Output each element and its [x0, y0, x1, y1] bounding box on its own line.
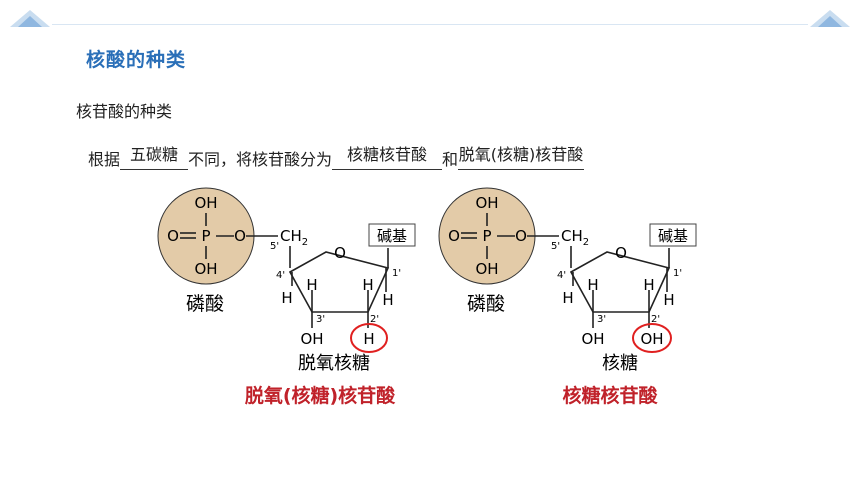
right-ch2-subscript: 2 [583, 237, 589, 248]
left-h-c4: H [281, 289, 292, 307]
left-ch2: CH2 [280, 227, 308, 248]
right-c2-highlight-circle [632, 323, 672, 353]
right-o-link: O [515, 227, 527, 245]
header-divider [52, 24, 808, 25]
left-h-c1: H [382, 291, 393, 309]
right-c4-label: 4' [557, 270, 566, 281]
right-ch2: CH2 [561, 227, 589, 248]
right-h-c4: H [562, 289, 573, 307]
right-c2-label: 2' [651, 314, 660, 325]
right-nucleotide-structure: OH OH O P O CH2 5' O 碱基 1' 4' 3' 2' H H … [438, 187, 697, 407]
left-o-link: O [234, 227, 246, 245]
corner-triangle-icon-right [810, 10, 850, 27]
left-oh-bottom: OH [194, 260, 217, 278]
answer-blank-3: 脱氧(核糖)核苷酸 [458, 145, 585, 170]
right-base-label: 碱基 [658, 227, 688, 245]
left-oh-c3: OH [300, 330, 323, 348]
left-base-box [368, 223, 416, 247]
left-base-label: 碱基 [377, 227, 407, 245]
answer-blank-1: 五碳糖 [120, 145, 189, 170]
section-title: 核酸的种类 [86, 49, 187, 71]
sentence-part-3: 和 [442, 150, 459, 169]
right-base-box [649, 223, 697, 247]
left-c2-label: 2' [370, 314, 379, 325]
right-h-c3: H [587, 276, 598, 294]
right-o-double: O [448, 227, 460, 245]
right-ch2-text: CH [561, 227, 583, 245]
answer-text-1: 五碳糖 [130, 145, 179, 164]
right-c3-label: 3' [597, 314, 606, 325]
left-nucleotide-name: 脱氧(核糖)核苷酸 [245, 384, 396, 407]
left-phosphate-label: 磷酸 [186, 293, 224, 315]
left-c3-label: 3' [316, 314, 325, 325]
left-h-c3: H [306, 276, 317, 294]
answer-text-2: 核糖核苷酸 [347, 145, 428, 164]
left-oh-top: OH [194, 194, 217, 212]
left-c2-highlight-circle [350, 323, 388, 353]
right-h-c2: H [643, 276, 654, 294]
right-c2-group: OH [640, 330, 663, 348]
left-sugar-name: 脱氧核糖 [298, 353, 370, 374]
corner-triangle-icon-left [10, 10, 50, 27]
answer-blank-2: 核糖核苷酸 [332, 145, 443, 170]
left-c2-group: H [363, 330, 374, 348]
left-nucleotide-structure: OH OH O P O CH2 5' O 碱基 1' 4' 3' 2' H H … [157, 187, 416, 407]
right-phosphate-label: 磷酸 [467, 293, 505, 315]
left-h-c2: H [362, 276, 373, 294]
right-nucleotide-name: 核糖核苷酸 [562, 384, 658, 407]
right-h-c1: H [663, 291, 674, 309]
left-ch2-subscript: 2 [302, 237, 308, 248]
left-ch2-text: CH [280, 227, 302, 245]
sentence-part-2: 不同，将核苷酸分为 [188, 150, 333, 169]
right-phosphorus: P [482, 227, 491, 245]
sentence-part-1: 根据 [88, 150, 121, 169]
left-c4-label: 4' [276, 270, 285, 281]
left-ring-oxygen: O [334, 244, 346, 262]
right-c1-label: 1' [673, 268, 682, 279]
subheading: 核苷酸的种类 [76, 102, 173, 121]
right-c5-label: 5' [551, 241, 560, 252]
answer-text-3: 脱氧(核糖)核苷酸 [458, 145, 584, 164]
left-c1-label: 1' [392, 268, 401, 279]
right-oh-c3: OH [581, 330, 604, 348]
right-oh-bottom: OH [475, 260, 498, 278]
left-o-double: O [167, 227, 179, 245]
fill-in-sentence: 根据五碳糖不同，将核苷酸分为核糖核苷酸和脱氧(核糖)核苷酸 [88, 145, 585, 175]
left-phosphorus: P [201, 227, 210, 245]
left-c5-label: 5' [270, 241, 279, 252]
right-ring-oxygen: O [615, 244, 627, 262]
right-oh-top: OH [475, 194, 498, 212]
right-sugar-name: 核糖 [602, 353, 638, 374]
